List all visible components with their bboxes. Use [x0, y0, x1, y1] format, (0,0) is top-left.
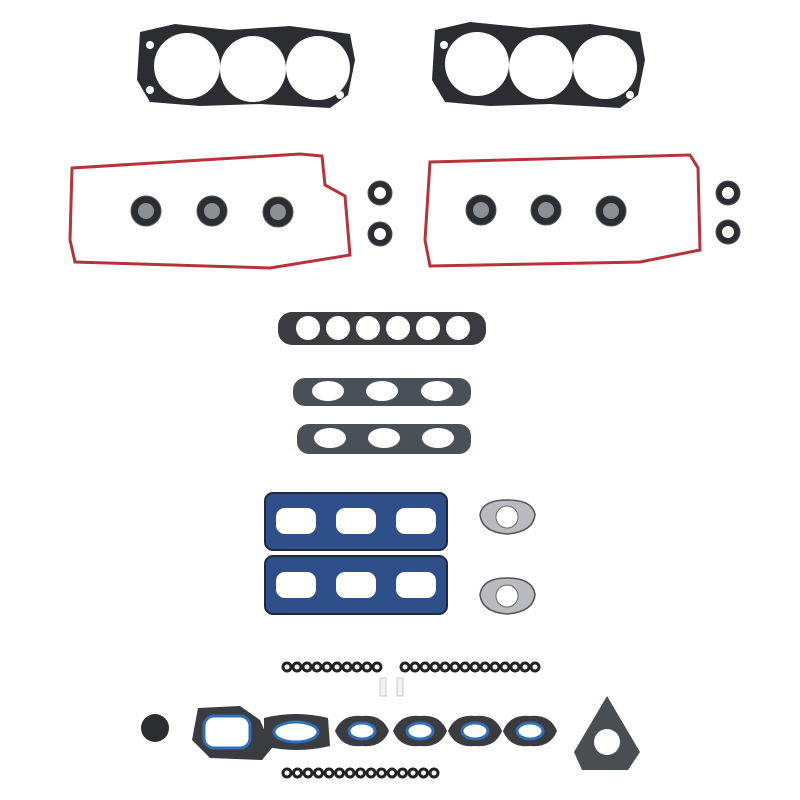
o-ring: [428, 767, 440, 779]
thermostat-housing-gasket: [264, 714, 330, 750]
exhaust-manifold-gasket-lower: [264, 555, 448, 615]
o-ring: [399, 661, 411, 673]
intake-plenum-gasket: [278, 312, 486, 345]
o-ring: [469, 661, 481, 673]
head-gasket-right: [432, 22, 645, 108]
o-ring: [291, 661, 303, 673]
coolant-passage-gasket: [393, 715, 447, 747]
o-ring: [449, 661, 461, 673]
plug-seal: [141, 714, 169, 742]
valve-stem-seal-row: [281, 661, 541, 779]
o-ring: [509, 661, 521, 673]
o-ring: [292, 767, 303, 779]
o-ring: [341, 661, 353, 673]
exhaust-flange-gasket: [479, 577, 536, 615]
o-ring: [418, 767, 429, 779]
exhaust-manifold-gasket-upper: [264, 492, 448, 551]
o-ring: [409, 661, 421, 673]
o-ring: [371, 661, 383, 673]
exhaust-flange-gasket: [479, 499, 536, 535]
o-ring: [365, 767, 377, 779]
o-ring: [281, 661, 293, 673]
o-ring: [489, 661, 501, 673]
o-ring: [351, 661, 363, 673]
intake-manifold-gasket-upper: [293, 378, 471, 406]
o-ring: [397, 767, 408, 779]
o-ring: [429, 661, 441, 673]
o-ring: [519, 661, 531, 673]
o-ring: [313, 767, 324, 779]
plastic-clip: [396, 677, 404, 697]
plastic-clip: [379, 677, 387, 697]
o-ring: [355, 767, 366, 779]
valve-cover-gasket-left: [68, 152, 352, 270]
head-gasket-left: [137, 24, 355, 108]
o-ring: [459, 661, 471, 673]
coolant-passage-gasket: [448, 715, 502, 747]
o-ring: [301, 661, 313, 673]
valve-cover-gasket-right: [423, 153, 702, 268]
coolant-passage-gasket: [335, 715, 389, 747]
o-ring: [439, 661, 451, 673]
intake-manifold-gasket-lower: [297, 424, 471, 454]
o-ring: [302, 767, 314, 779]
o-ring: [321, 661, 333, 673]
o-ring: [376, 767, 387, 779]
triangular-flange-gasket: [574, 696, 640, 770]
coolant-passage-gasket: [503, 715, 557, 747]
o-ring: [281, 767, 293, 779]
o-ring: [334, 767, 345, 779]
o-ring: [323, 767, 335, 779]
o-ring: [499, 661, 511, 673]
o-ring: [529, 661, 541, 673]
water-outlet-gasket: [192, 706, 272, 760]
o-ring: [331, 661, 343, 673]
o-ring: [407, 767, 419, 779]
o-ring: [311, 661, 323, 673]
o-ring: [344, 767, 356, 779]
o-ring: [361, 661, 373, 673]
o-ring: [479, 661, 491, 673]
o-ring: [419, 661, 431, 673]
o-ring: [386, 767, 398, 779]
